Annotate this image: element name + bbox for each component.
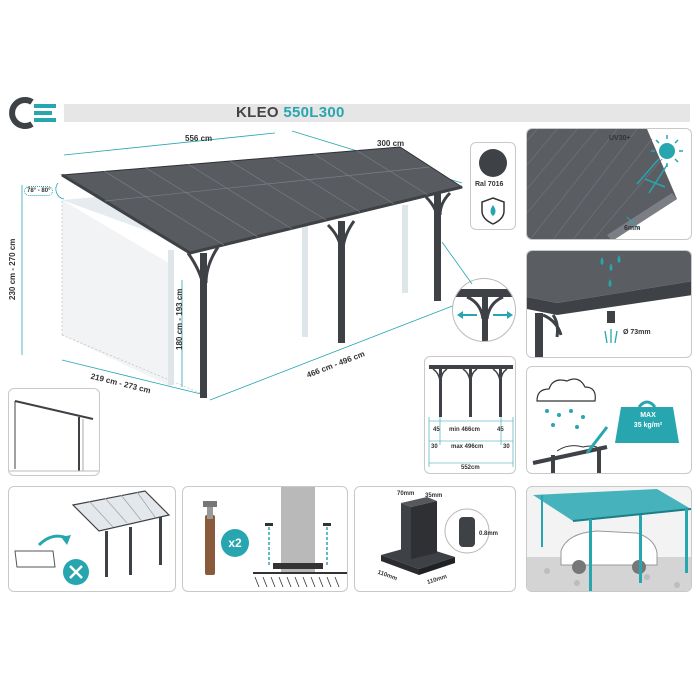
- color-spec-card: Ral 7016: [470, 142, 516, 230]
- spacing-max-span: max 496cm: [451, 444, 484, 450]
- gutter-diameter: Ø 73mm: [623, 329, 651, 336]
- snow-load-max: MAX: [640, 412, 656, 419]
- spacing-left-offset: 30: [431, 444, 438, 450]
- anchor-quantity: x2: [228, 536, 242, 550]
- color-swatch-icon: [479, 149, 507, 177]
- assembly-panel: [8, 486, 176, 592]
- anchor-bolt-panel: x2: [182, 486, 348, 592]
- wall-thickness-dim: 0.8mm: [479, 531, 499, 537]
- post-height-dimension: 180 cm - 193 cm: [175, 288, 184, 350]
- lifestyle-panel: [526, 486, 692, 592]
- snow-load-value: 35 kg/m²: [633, 422, 663, 429]
- product-title: KLEO 550L300: [236, 104, 345, 121]
- gutter-detail: Ø 73mm: [526, 250, 692, 358]
- spacing-right-offset: 30: [503, 444, 510, 450]
- total-height-dimension: 230 cm - 270 cm: [8, 238, 17, 300]
- product-name: KLEO: [236, 104, 279, 121]
- spacing-min-span: min 466cm: [449, 427, 481, 433]
- bracket-callout-line: [441, 241, 473, 285]
- post-depth-dim: 35mm: [425, 493, 443, 499]
- title-bar: [64, 104, 690, 122]
- snow-load-panel: MAX 35 kg/m²: [526, 366, 692, 474]
- base-plate-panel: 70mm 35mm 0.8mm 110mm 110mm: [354, 486, 516, 592]
- roof-panel-detail: UV30+ 6mm: [526, 128, 692, 240]
- snow-load-label: MAX 35 kg/m²: [617, 411, 679, 431]
- shield-icon: [480, 197, 506, 225]
- spacing-left-edge: 45: [433, 427, 440, 433]
- quantity-badge: x2: [221, 529, 249, 557]
- uv-rating: UV30+: [609, 135, 631, 142]
- post-spacing-diagram: 45 min 466cm 45 30 max 496cm 30 552cm: [424, 356, 516, 474]
- ral-label: Ral 7016: [475, 181, 504, 188]
- main-carport-view: [0, 125, 470, 405]
- post-width-dim: 70mm: [397, 491, 415, 497]
- side-profile-view: [8, 388, 100, 476]
- brand-logo: [8, 96, 64, 130]
- bracket-detail-circle: [452, 278, 516, 342]
- model-code: 550L300: [283, 104, 345, 121]
- panel-thickness: 6mm: [624, 225, 641, 232]
- depth-dimension: 300 cm: [377, 139, 405, 148]
- width-dimension: 556 cm: [185, 134, 213, 143]
- angle-dimension: 78° - 80°: [24, 186, 54, 196]
- tools-icon: [63, 559, 89, 585]
- spacing-right-edge: 45: [497, 427, 504, 433]
- spacing-total: 552cm: [461, 465, 480, 471]
